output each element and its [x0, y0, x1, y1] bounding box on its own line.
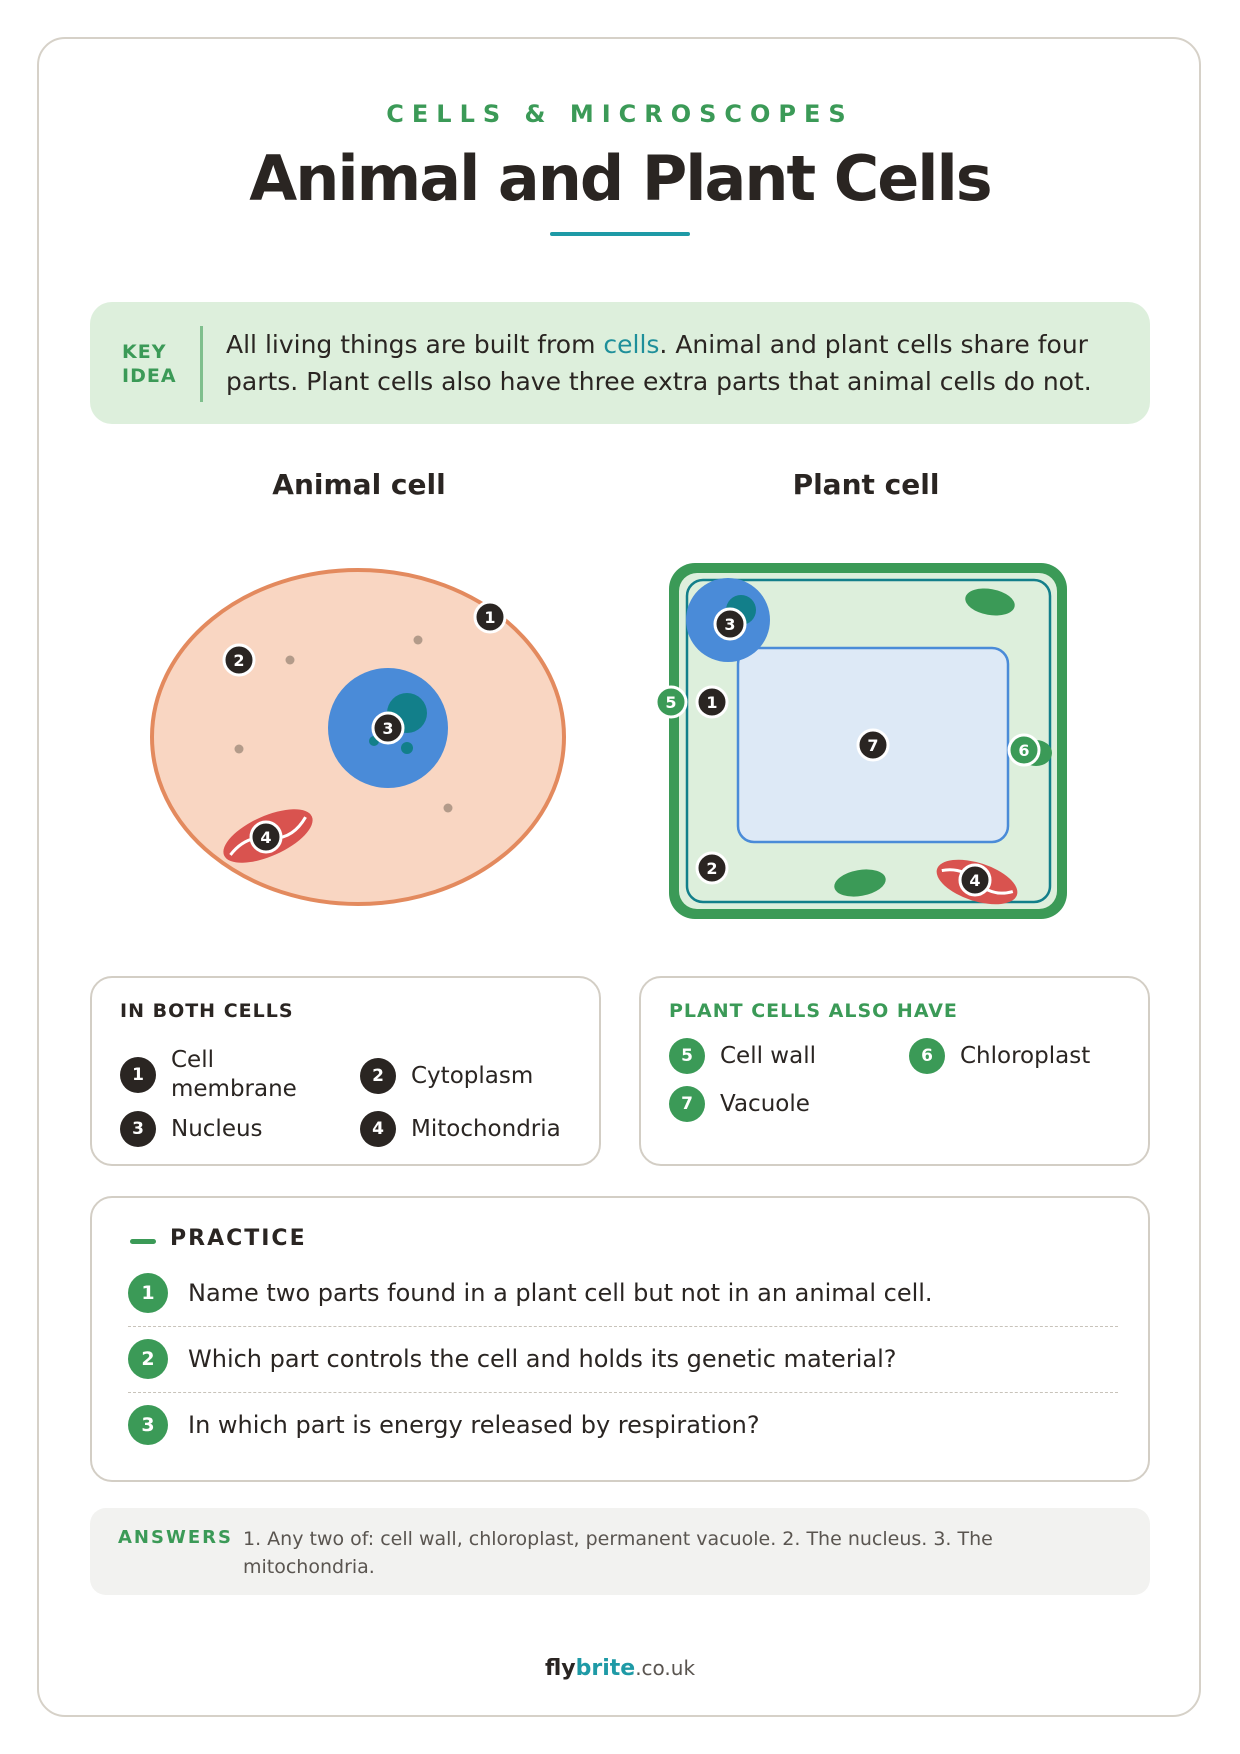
- legend-item-cell-wall: 5 Cell wall: [669, 1038, 816, 1074]
- svg-text:6: 6: [1018, 741, 1029, 760]
- plant-cell-title: Plant cell: [792, 468, 940, 501]
- svg-text:4: 4: [969, 871, 980, 890]
- plant-only-heading: PLANT CELLS ALSO HAVE: [669, 1000, 958, 1022]
- legend-label: Cell wall: [720, 1042, 816, 1069]
- legend-badge: 5: [669, 1038, 705, 1074]
- marker-1: 1: [695, 685, 729, 719]
- svg-text:7: 7: [867, 736, 878, 755]
- page-title: Animal and Plant Cells: [249, 142, 992, 215]
- marker-6: 6: [1007, 733, 1041, 767]
- granule: [285, 655, 295, 665]
- plant-membrane: [685, 578, 1052, 904]
- question-number: 3: [128, 1405, 168, 1445]
- question-text: Name two parts found in a plant cell but…: [188, 1279, 933, 1307]
- legend-item-mitochondria: 4 Mitochondria: [360, 1111, 561, 1147]
- key-idea-highlight: cells: [603, 330, 660, 359]
- svg-text:1: 1: [706, 693, 717, 712]
- answers-text: 1. Any two of: cell wall, chloroplast, p…: [243, 1528, 993, 1578]
- legend-label: Vacuole: [720, 1090, 810, 1117]
- practice-question: 3 In which part is energy released by re…: [128, 1392, 1118, 1458]
- granule: [413, 635, 423, 645]
- svg-text:3: 3: [382, 719, 393, 738]
- legend-item-nucleus: 3 Nucleus: [120, 1111, 263, 1147]
- practice-heading: PRACTICE: [170, 1226, 307, 1251]
- marker-1: 1: [473, 600, 507, 634]
- svg-text:4: 4: [260, 828, 271, 847]
- question-text: In which part is energy released by resp…: [188, 1411, 760, 1439]
- marker-2: 2: [222, 643, 256, 677]
- answers-box: ANSWERS 1. Any two of: cell wall, chloro…: [90, 1508, 1150, 1595]
- question-text: Which part controls the cell and holds i…: [188, 1345, 897, 1373]
- marker-7: 7: [856, 728, 890, 762]
- legend-badge: 3: [120, 1111, 156, 1147]
- practice-question: 1 Name two parts found in a plant cell b…: [128, 1260, 1118, 1327]
- key-idea-divider: [200, 326, 203, 402]
- practice-question: 2 Which part controls the cell and holds…: [128, 1326, 1118, 1393]
- legend-badge: 4: [360, 1111, 396, 1147]
- animal-cell-diagram: 1 2 3 4: [150, 568, 566, 906]
- animal-cell-title: Animal cell: [272, 468, 446, 501]
- svg-text:3: 3: [724, 615, 735, 634]
- plant-only-box: PLANT CELLS ALSO HAVE 5 Cell wall 6 Chlo…: [639, 976, 1150, 1166]
- legend-label: Nucleus: [171, 1115, 263, 1142]
- practice-dash: [130, 1239, 156, 1244]
- topic-kicker: CELLS & MICROSCOPES: [386, 100, 854, 128]
- svg-text:2: 2: [233, 651, 244, 670]
- svg-text:2: 2: [706, 859, 717, 878]
- title-underline: [550, 232, 690, 236]
- key-idea-tag: KEY IDEA: [122, 341, 177, 387]
- legend-label: Cytoplasm: [411, 1062, 534, 1089]
- legend-item-vacuole: 7 Vacuole: [669, 1086, 810, 1122]
- marker-3: 3: [371, 711, 405, 745]
- chloroplast: [834, 869, 886, 897]
- question-number: 1: [128, 1273, 168, 1313]
- svg-text:1: 1: [484, 608, 495, 627]
- marker-3: 3: [713, 607, 747, 641]
- chloroplast: [965, 588, 1015, 616]
- legend-item-chloroplast: 6 Chloroplast: [909, 1038, 1090, 1074]
- practice-box: PRACTICE 1 Name two parts found in a pla…: [90, 1196, 1150, 1482]
- key-idea-box: KEY IDEA All living things are built fro…: [90, 302, 1150, 424]
- marker-2: 2: [695, 851, 729, 885]
- both-cells-heading: IN BOTH CELLS: [120, 1000, 294, 1022]
- plant-cell-diagram: 3 5 1 7 6 2 4: [654, 563, 1067, 919]
- legend-badge: 6: [909, 1038, 945, 1074]
- marker-4: 4: [958, 863, 992, 897]
- legend-badge: 2: [360, 1058, 396, 1094]
- question-number: 2: [128, 1339, 168, 1379]
- cell-diagrams: 1 2 3 4 3 5 1 7 6 2 4: [150, 563, 1067, 919]
- legend-label: Chloroplast: [960, 1042, 1091, 1069]
- answers-tag: ANSWERS: [118, 1527, 233, 1548]
- granule: [234, 744, 244, 754]
- legend-badge: 7: [669, 1086, 705, 1122]
- granule: [443, 803, 453, 813]
- footer-brand: flybrite.co.uk: [544, 1656, 696, 1681]
- marker-5: 5: [654, 685, 688, 719]
- legend-badge: 1: [120, 1057, 156, 1093]
- legend-label: Mitochondria: [411, 1115, 561, 1142]
- legend-item-cytoplasm: 2 Cytoplasm: [360, 1046, 533, 1106]
- marker-4: 4: [249, 820, 283, 854]
- svg-text:5: 5: [665, 693, 676, 712]
- key-idea-text: All living things are built from cells. …: [226, 330, 1092, 396]
